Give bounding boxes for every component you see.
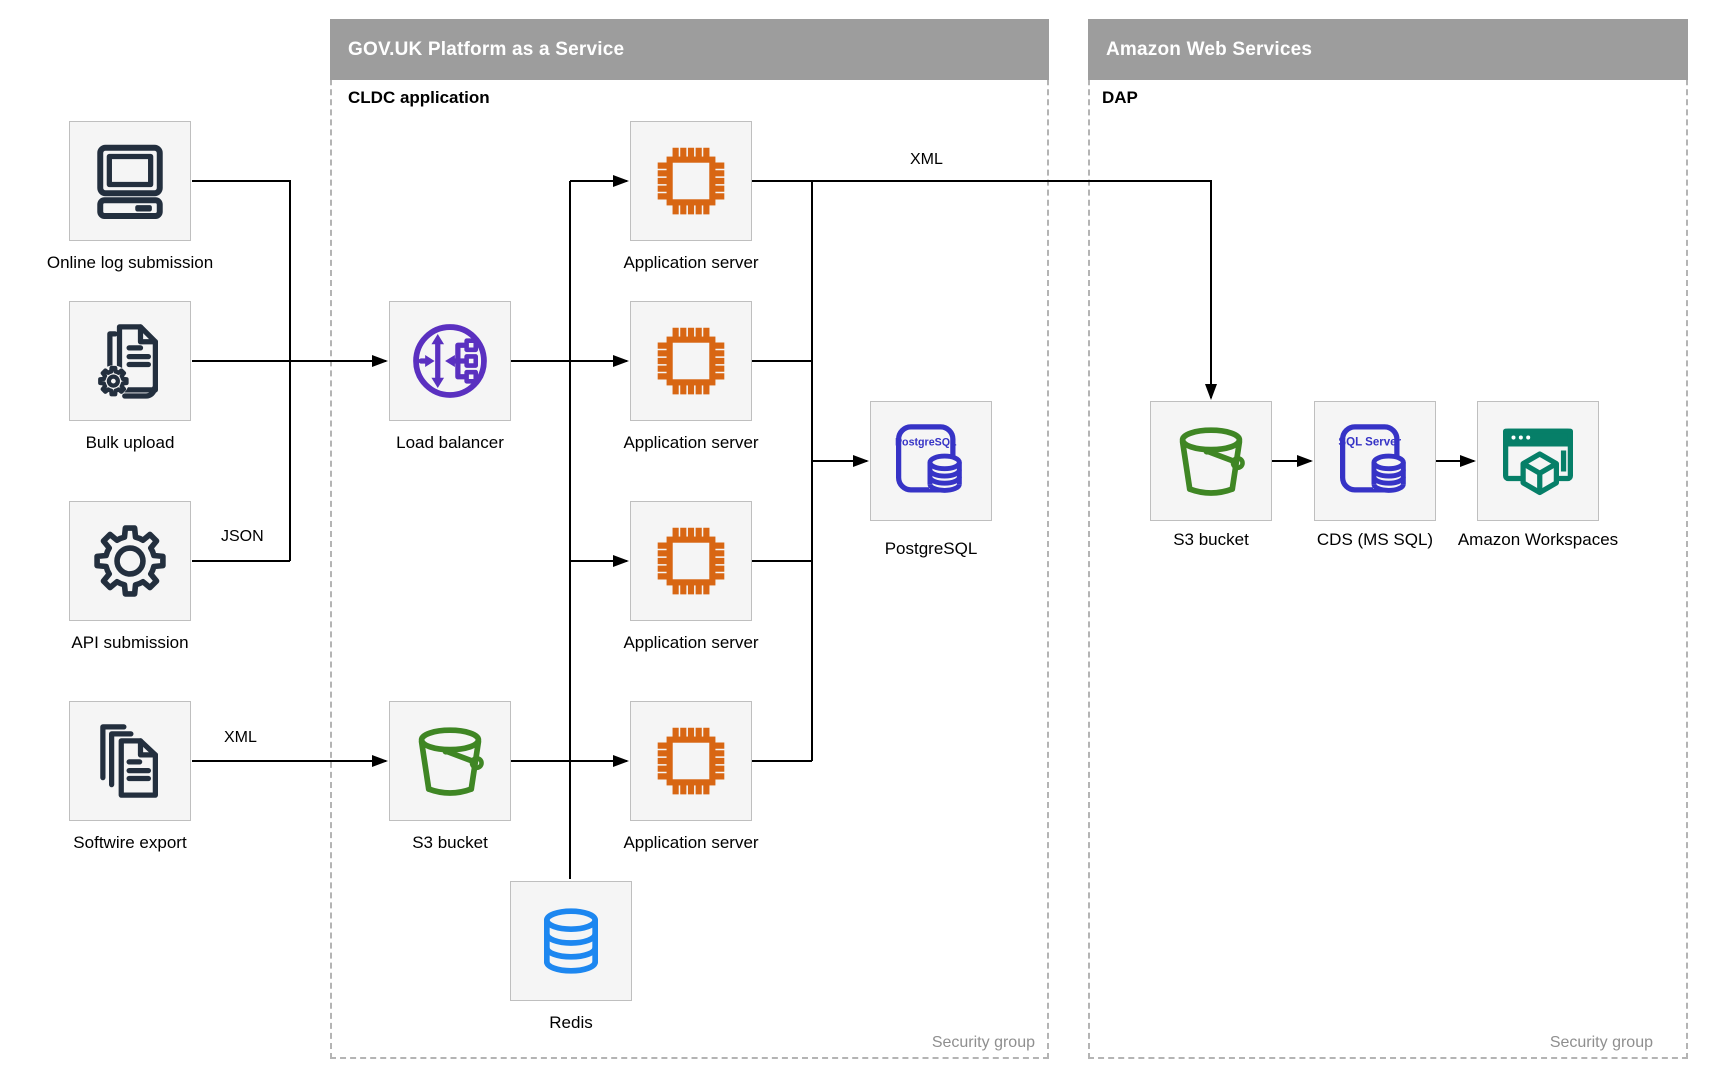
node-postgresql: PostgreSQL (870, 401, 992, 521)
edge-xml-to-aws-s3 (751, 180, 1217, 400)
node-label-s3-bucket-aws: S3 bucket (1173, 530, 1249, 549)
node-label-amazon-workspaces: Amazon Workspaces (1457, 530, 1619, 549)
node-app-server-1 (630, 121, 752, 241)
documents-stack-icon (100, 724, 158, 798)
node-label-bulk-upload: Bulk upload (85, 433, 175, 452)
node-label-online-log-submission: Online log submission (46, 253, 214, 272)
gear-icon (94, 525, 166, 597)
node-redis (510, 881, 632, 1001)
paas-header: GOV.UK Platform as a Service (330, 19, 1049, 80)
node-load-balancer (389, 301, 511, 421)
chip-icon (657, 527, 725, 595)
edge-online-log-join (192, 180, 291, 561)
edge-label-xml-softwire: XML (222, 729, 259, 747)
workspaces-icon (1503, 428, 1573, 496)
paas-sublabel: CLDC application (348, 88, 490, 107)
node-cds-ms-sql: SQL Server (1314, 401, 1436, 521)
node-app-server-4 (630, 701, 752, 821)
node-label-app-server-4: Application server (623, 833, 759, 852)
redis-database-icon (544, 908, 598, 974)
s3-bucket-icon (418, 727, 484, 796)
node-s3-bucket-paas (389, 701, 511, 821)
node-label-s3-bucket-paas: S3 bucket (412, 833, 488, 852)
node-app-server-3 (630, 501, 752, 621)
sql-server-badge-text: SQL Server (1338, 437, 1401, 449)
node-label-load-balancer: Load balancer (396, 433, 504, 452)
node-api-submission (69, 501, 191, 621)
chip-icon (657, 327, 725, 395)
chip-icon (657, 147, 725, 215)
paas-security-group-label: Security group (931, 1034, 1035, 1051)
document-gear-icon (97, 324, 158, 399)
node-label-softwire-export: Softwire export (73, 833, 187, 852)
node-label-cds-ms-sql: CDS (MS SQL) (1316, 530, 1434, 549)
edge-label-json: JSON (219, 528, 266, 546)
aws-security-group-label: Security group (1549, 1034, 1653, 1051)
aws-title: Amazon Web Services (1106, 38, 1313, 60)
node-online-log-submission (69, 121, 191, 241)
node-label-app-server-2: Application server (623, 433, 759, 452)
node-label-redis: Redis (549, 1013, 593, 1032)
chip-icon (657, 727, 725, 795)
node-label-app-server-1: Application server (623, 253, 759, 272)
postgresql-icon: PostgreSQL (895, 424, 962, 493)
node-label-api-submission: API submission (71, 633, 189, 652)
aws-sublabel: DAP (1102, 88, 1138, 107)
postgresql-badge-text: PostgreSQL (895, 437, 957, 449)
sql-server-icon: SQL Server (1338, 424, 1406, 493)
node-app-server-2 (630, 301, 752, 421)
node-amazon-workspaces (1477, 401, 1599, 521)
s3-bucket-icon (1179, 427, 1245, 496)
node-label-app-server-3: Application server (623, 633, 759, 652)
node-softwire-export (69, 701, 191, 821)
load-balancer-icon (413, 324, 487, 398)
paas-title: GOV.UK Platform as a Service (348, 38, 625, 60)
node-bulk-upload (69, 301, 191, 421)
aws-header: Amazon Web Services (1088, 19, 1688, 80)
node-label-postgresql: PostgreSQL (884, 539, 978, 558)
edge-label-xml-dap: XML (908, 151, 945, 169)
node-s3-bucket-aws (1150, 401, 1272, 521)
computer-icon (97, 144, 163, 219)
